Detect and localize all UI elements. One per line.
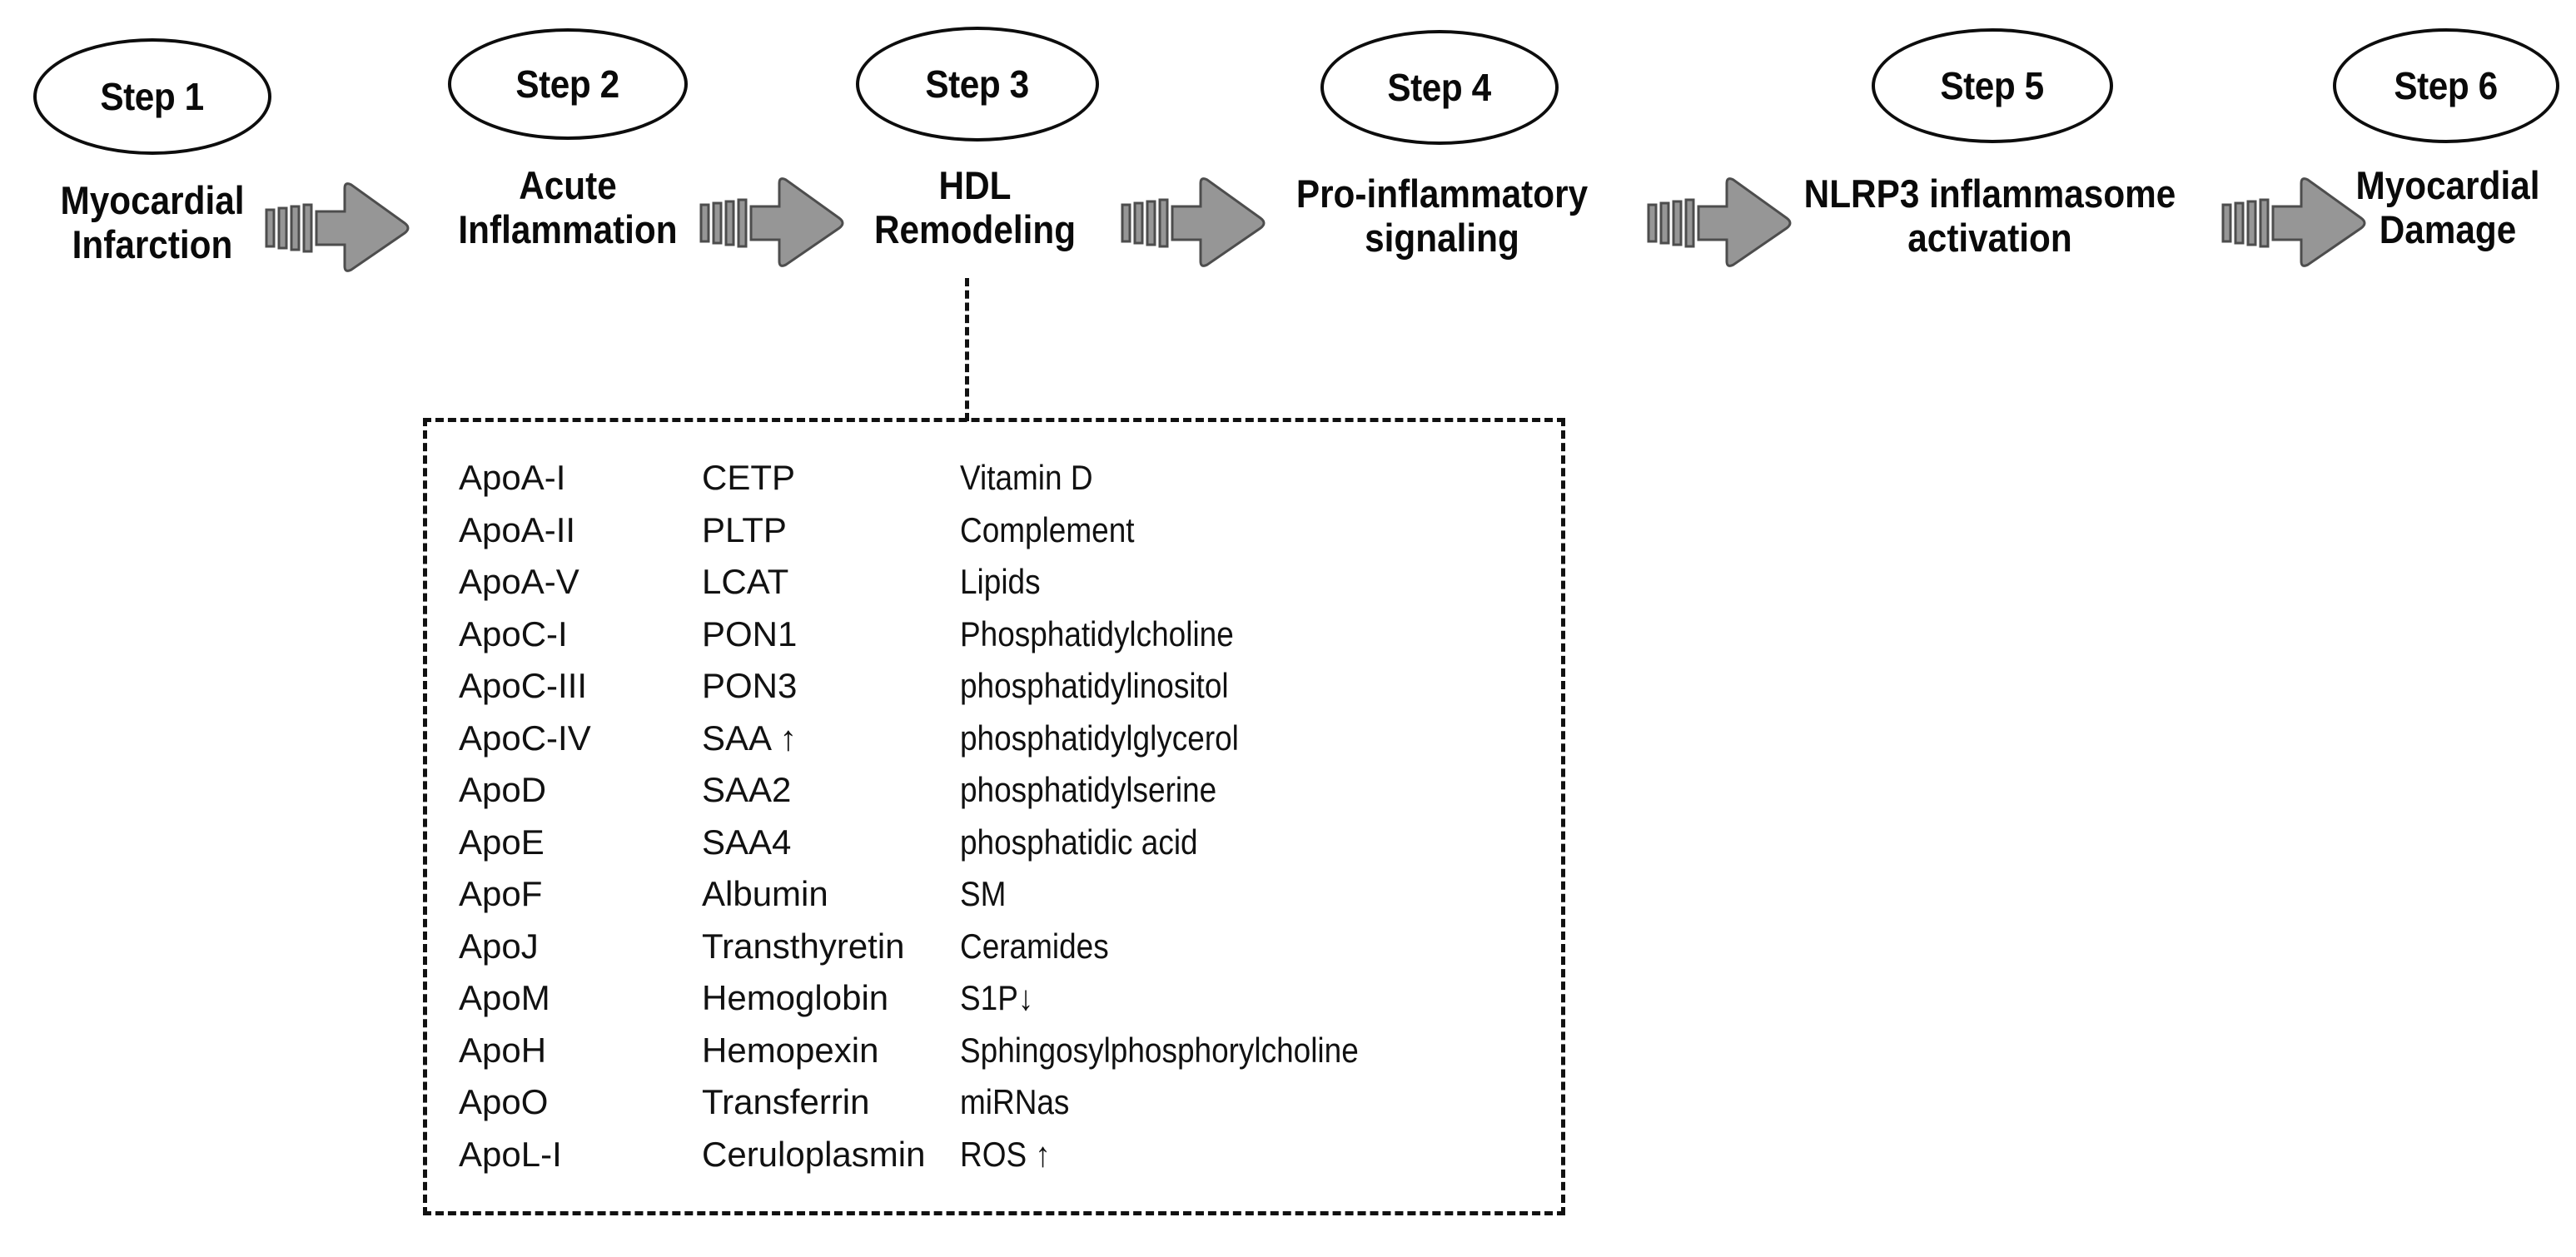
cargo-item: Transferrin — [702, 1082, 870, 1121]
step-badge-label: Step 5 — [1940, 64, 2045, 107]
cargo-column-apolipoproteins: ApoA-I ApoA-II ApoA-V ApoC-I ApoC-III ApoC-IV… — [459, 452, 591, 1180]
cargo-item: Ceruloplasmin — [702, 1134, 926, 1174]
hdl-cargo-connector — [965, 278, 969, 421]
cargo-item: SM — [960, 874, 1007, 913]
cargo-item: ApoC-I — [459, 614, 568, 653]
cargo-item: ApoD — [459, 770, 547, 809]
step-badge-label: Step 3 — [925, 62, 1030, 106]
cargo-item: SAA ↑ — [702, 718, 798, 758]
stage-caption-step-5: NLRP3 inflammasome activation — [1803, 171, 2176, 261]
cargo-item: CETP — [702, 458, 796, 497]
cargo-item: Vitamin D — [960, 458, 1093, 497]
cargo-item: PLTP — [702, 509, 787, 549]
flow-arrow-3-to-4 — [1121, 171, 1269, 271]
step-badge-label: Step 2 — [515, 62, 620, 106]
cargo-item: ApoL-I — [459, 1134, 562, 1174]
cargo-item: ApoH — [459, 1030, 547, 1070]
flow-arrow-5-to-6 — [2221, 171, 2370, 271]
stage-caption-step-1: Myocardial Infarction — [60, 178, 245, 267]
step-badge-label: Step 4 — [1387, 66, 1492, 109]
flow-arrow-1-to-2 — [265, 176, 413, 276]
cargo-item: phosphatidylglycerol — [960, 718, 1239, 758]
stage-caption-step-4: Pro-inflammatory signaling — [1295, 171, 1589, 261]
cargo-item: PON3 — [702, 666, 798, 705]
cargo-item: Complement — [960, 509, 1135, 549]
hdl-cargo-box: ApoA-I ApoA-II ApoA-V ApoC-I ApoC-III ApoC-IV… — [423, 418, 1565, 1215]
step-badge-label: Step 6 — [2394, 64, 2499, 107]
stage-caption-step-2: Acute Inflammation — [458, 163, 678, 252]
cargo-item: S1P↓ — [960, 978, 1034, 1017]
cargo-item: miRNas — [960, 1082, 1070, 1121]
step-node-step-6[interactable]: Step 6 — [2333, 28, 2559, 143]
cargo-item: ApoC-IV — [459, 718, 591, 758]
cargo-item: Lipids — [960, 562, 1041, 601]
cargo-item: phosphatidylinositol — [960, 666, 1229, 705]
cargo-item: ROS ↑ — [960, 1134, 1051, 1174]
stage-caption-step-6: Myocardial Damage — [2355, 163, 2540, 252]
cargo-item: ApoA-V — [459, 562, 579, 601]
step-node-step-1[interactable]: Step 1 — [33, 38, 271, 155]
cargo-item: phosphatidic acid — [960, 822, 1198, 862]
cargo-item: phosphatidylserine — [960, 770, 1217, 809]
cargo-item: LCAT — [702, 562, 789, 601]
cargo-item: ApoC-III — [459, 666, 588, 705]
step-badge-label: Step 1 — [100, 75, 205, 118]
step-node-step-3[interactable]: Step 3 — [856, 27, 1099, 142]
cargo-item: PON1 — [702, 614, 798, 653]
cargo-item: ApoM — [459, 978, 550, 1017]
cargo-item: Hemoglobin — [702, 978, 889, 1017]
stage-caption-step-3: HDL Remodeling — [873, 163, 1077, 252]
cargo-item: Albumin — [702, 874, 828, 913]
cargo-item: ApoJ — [459, 926, 539, 966]
cargo-item: ApoO — [459, 1082, 549, 1121]
hdl-cargo-columns: ApoA-I ApoA-II ApoA-V ApoC-I ApoC-III ApoC-IV… — [427, 422, 1561, 1211]
cargo-item: ApoA-I — [459, 458, 566, 497]
step-node-step-5[interactable]: Step 5 — [1872, 28, 2113, 143]
step-node-step-2[interactable]: Step 2 — [448, 28, 688, 140]
cargo-item: Sphingosylphosphorylcholine — [960, 1030, 1359, 1070]
cargo-item: ApoE — [459, 822, 545, 862]
cargo-item: Transthyretin — [702, 926, 905, 966]
cargo-item: Hemopexin — [702, 1030, 879, 1070]
flow-arrow-4-to-5 — [1647, 171, 1795, 271]
cargo-item: Ceramides — [960, 926, 1109, 966]
step-node-step-4[interactable]: Step 4 — [1320, 30, 1559, 145]
cargo-item: Phosphatidylcholine — [960, 614, 1234, 653]
cargo-item: SAA2 — [702, 770, 792, 809]
cargo-item: ApoF — [459, 874, 543, 913]
cargo-item: SAA4 — [702, 822, 792, 862]
cargo-item: ApoA-II — [459, 509, 576, 549]
flow-arrow-2-to-3 — [699, 171, 848, 271]
